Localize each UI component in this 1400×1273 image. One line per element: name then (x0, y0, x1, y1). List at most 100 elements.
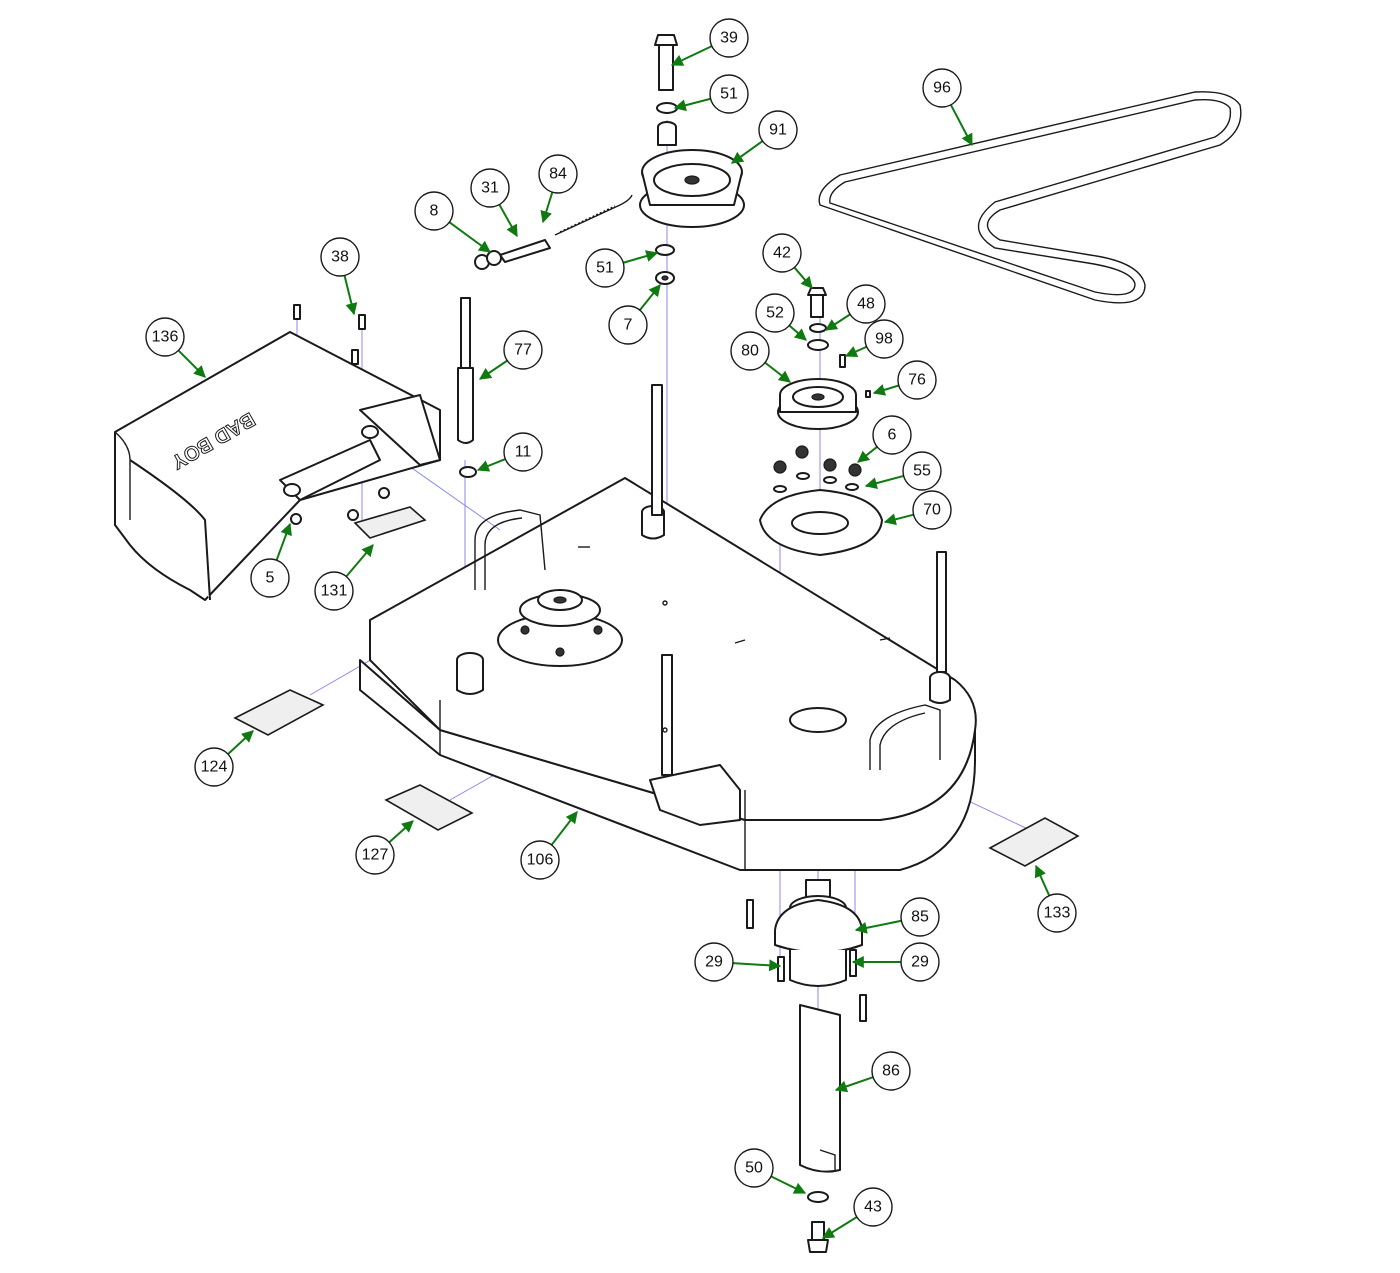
callout-number: 31 (481, 180, 499, 197)
callout-106: 106 (520, 811, 578, 880)
callout-number: 106 (527, 852, 554, 869)
callout-leader-arrow (793, 266, 813, 289)
callout-39: 39 (670, 18, 749, 66)
callout-leader-arrow (498, 204, 518, 238)
callout-leader-arrow (883, 513, 914, 526)
callout-leader-arrow (343, 275, 358, 316)
callout-leader-arrow (872, 384, 900, 396)
callout-circle (900, 942, 940, 982)
callout-77: 77 (479, 330, 543, 380)
callout-51: 51 (673, 74, 749, 114)
callout-number: 8 (430, 203, 439, 220)
callout-number: 98 (875, 331, 893, 348)
callout-circle (608, 305, 648, 345)
callout-circle (709, 18, 749, 58)
callout-number: 52 (766, 305, 784, 322)
callout-circle (1037, 893, 1077, 933)
callout-11: 11 (476, 432, 543, 472)
callout-circle (871, 1051, 911, 1091)
callout-124: 124 (194, 730, 254, 787)
callout-number: 11 (515, 444, 532, 461)
callout-leader-arrow (824, 313, 851, 331)
callout-136: 136 (145, 317, 206, 378)
callout-circle (730, 331, 770, 371)
callout-circle (900, 897, 940, 937)
callout-number: 127 (362, 847, 389, 864)
callout-circle (709, 74, 749, 114)
decal-131 (353, 506, 427, 539)
callout-131: 131 (314, 544, 374, 611)
callout-number: 5 (266, 570, 275, 587)
callout-29: 29 (851, 942, 940, 982)
callout-leader-arrow (834, 1076, 874, 1093)
callout-leader-arrow (345, 544, 374, 578)
callout-circle (145, 317, 185, 357)
callout-circle (853, 1187, 893, 1227)
callout-number: 42 (773, 245, 791, 262)
callout-number: 50 (745, 1160, 763, 1177)
callout-43: 43 (821, 1187, 893, 1239)
callout-number: 51 (720, 86, 738, 103)
callout-circle (846, 284, 886, 324)
callout-leader-arrow (770, 1175, 807, 1194)
callout-leader-arrow (639, 284, 661, 311)
callout-42: 42 (762, 233, 813, 289)
callout-number: 80 (741, 343, 759, 360)
callout-38: 38 (320, 237, 360, 316)
callout-leader-arrow (670, 45, 713, 66)
callout-number: 133 (1044, 905, 1071, 922)
callout-number: 7 (624, 317, 633, 334)
callout-85: 85 (854, 897, 940, 937)
callout-circle (922, 68, 962, 108)
callout-number: 29 (911, 954, 929, 971)
callout-number: 91 (769, 122, 787, 139)
callout-51: 51 (585, 248, 659, 288)
callout-leader-arrow (731, 140, 764, 164)
callout-circle (912, 490, 952, 530)
callout-circle (694, 942, 734, 982)
callout-leader-arrow (622, 250, 659, 264)
callout-leader-arrow (844, 345, 868, 358)
callout-leader-arrow (949, 104, 973, 147)
callout-number: 136 (152, 329, 179, 346)
callout-76: 76 (872, 360, 937, 400)
idler-pulley-assembly (639, 34, 745, 285)
callout-number: 85 (911, 909, 929, 926)
callout-number: 84 (549, 166, 567, 183)
callout-circle (897, 360, 937, 400)
tension-spring-assembly (474, 194, 633, 270)
callout-circle (864, 319, 904, 359)
callout-circle (314, 571, 354, 611)
callout-127: 127 (355, 820, 414, 875)
callout-133: 133 (1034, 864, 1077, 933)
callout-leader-arrow (788, 324, 807, 341)
callout-circle (503, 432, 543, 472)
height-post-assembly (457, 297, 477, 478)
callout-number: 86 (882, 1063, 900, 1080)
callout-96: 96 (922, 68, 973, 147)
callout-circle (734, 1148, 774, 1188)
callout-number: 51 (596, 260, 614, 277)
drive-belt (818, 91, 1242, 304)
callout-leader-arrow (177, 349, 206, 378)
callout-leader-arrow (673, 97, 711, 112)
callout-leader-arrow (479, 359, 508, 380)
callout-circle (538, 154, 578, 194)
callout-number: 6 (888, 427, 897, 444)
callout-number: 124 (201, 759, 228, 776)
callout-leader-arrow (732, 959, 782, 972)
callout-52: 52 (755, 293, 807, 341)
callout-number: 70 (923, 502, 941, 519)
callout-50: 50 (734, 1148, 807, 1194)
callout-leader-arrow (550, 811, 578, 846)
callout-8: 8 (414, 191, 491, 253)
callout-86: 86 (834, 1051, 911, 1093)
callout-29: 29 (694, 942, 782, 982)
mower-deck (359, 384, 977, 871)
callout-leader-arrow (857, 446, 878, 463)
callout-number: 48 (857, 296, 875, 313)
callout-circle (755, 293, 795, 333)
decals (233, 506, 1080, 867)
callout-number: 96 (933, 80, 951, 97)
callout-number: 43 (864, 1199, 882, 1216)
